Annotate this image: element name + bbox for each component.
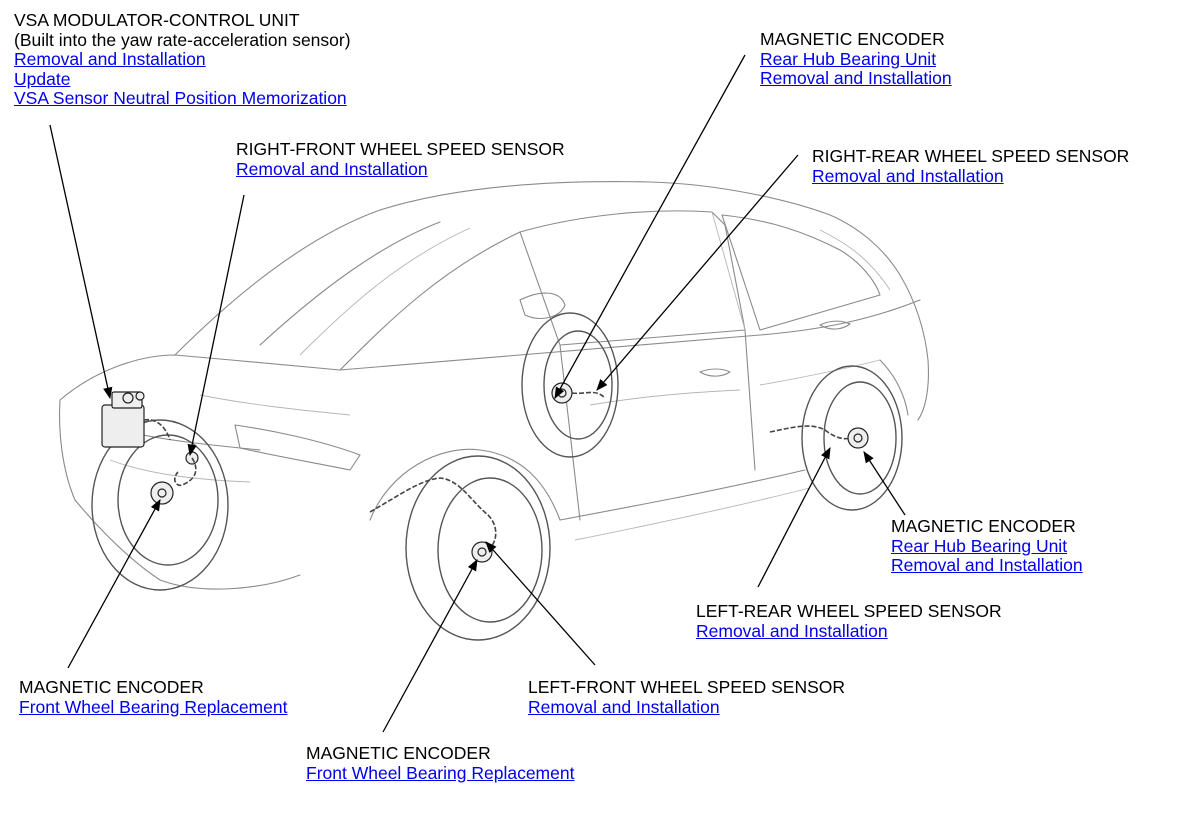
link-front-wheel-bearing[interactable]: Front Wheel Bearing Replacement [19,696,288,717]
callout-left-rear-sensor: LEFT-REAR WHEEL SPEED SENSOR Removal and… [696,601,1002,641]
rear-right-wheel [521,312,619,458]
callout-title: LEFT-REAR WHEEL SPEED SENSOR [696,601,1002,621]
car-body [58,181,929,590]
front-right-encoder-part [150,481,174,505]
callout-left-front-sensor: LEFT-FRONT WHEEL SPEED SENSOR Removal an… [528,677,845,717]
link-rear-hub-bearing[interactable]: Rear Hub Bearing Unit [891,535,1068,556]
vsa-modulator-unit [101,391,171,448]
callout-magnetic-encoder-front-left: MAGNETIC ENCODER Front Wheel Bearing Rep… [306,743,575,783]
callout-subtitle: (Built into the yaw rate-acceleration se… [14,29,351,50]
callout-right-rear-sensor: RIGHT-REAR WHEEL SPEED SENSOR Removal an… [812,146,1130,186]
rear-left-wheel [801,365,903,511]
callout-title: RIGHT-FRONT WHEEL SPEED SENSOR [236,139,565,159]
rear-right-sensor-part [551,382,606,404]
link-vsa-neutral-position[interactable]: VSA Sensor Neutral Position Memorization [14,88,347,108]
callout-title: LEFT-FRONT WHEEL SPEED SENSOR [528,677,845,697]
callout-title: MAGNETIC ENCODER [891,516,1076,536]
callout-title: MAGNETIC ENCODER [306,743,491,763]
link-lr-sensor-removal[interactable]: Removal and Installation [696,620,888,641]
link-front-wheel-bearing[interactable]: Front Wheel Bearing Replacement [306,762,575,783]
callout-magnetic-encoder-rear-right-top: MAGNETIC ENCODER Rear Hub Bearing Unit R… [760,29,952,89]
leader-lines [49,54,906,733]
link-rear-hub-removal[interactable]: Removal and Installation [760,68,952,88]
link-rear-hub-bearing[interactable]: Rear Hub Bearing Unit [760,48,937,69]
callout-title: MAGNETIC ENCODER [760,29,945,49]
front-left-sensor-part [369,477,497,563]
link-vsa-removal-installation[interactable]: Removal and Installation [14,49,206,69]
rear-left-sensor-part [769,425,869,449]
callout-magnetic-encoder-rear-left: MAGNETIC ENCODER Rear Hub Bearing Unit R… [891,516,1083,576]
front-right-sensor-part [173,451,199,487]
link-rear-hub-removal[interactable]: Removal and Installation [891,555,1083,575]
link-lf-sensor-removal[interactable]: Removal and Installation [528,696,720,717]
callout-title: MAGNETIC ENCODER [19,677,204,697]
callout-vsa-modulator-unit: VSA MODULATOR-CONTROL UNIT (Built into t… [14,10,351,109]
link-rr-sensor-removal[interactable]: Removal and Installation [812,165,1004,186]
link-vsa-update[interactable]: Update [14,68,71,89]
callout-magnetic-encoder-front-right: MAGNETIC ENCODER Front Wheel Bearing Rep… [19,677,288,717]
front-left-wheel [405,455,551,641]
callout-title: RIGHT-REAR WHEEL SPEED SENSOR [812,146,1130,166]
link-rf-sensor-removal[interactable]: Removal and Installation [236,158,428,179]
callout-right-front-sensor: RIGHT-FRONT WHEEL SPEED SENSOR Removal a… [236,139,565,179]
callout-title: VSA MODULATOR-CONTROL UNIT [14,10,300,30]
